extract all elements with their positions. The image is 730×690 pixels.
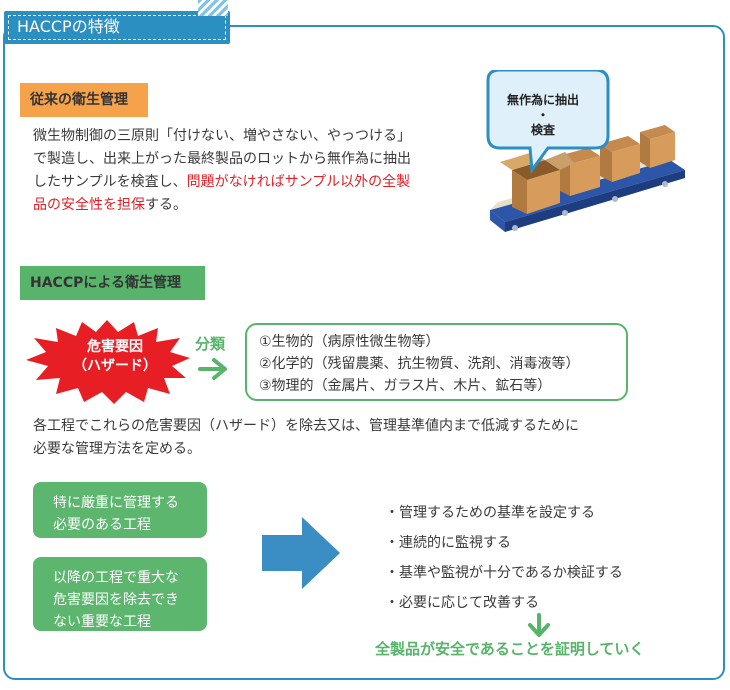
hazard-line-2: （ハザード） <box>73 358 157 374</box>
page-title: HACCPの特徴 <box>8 15 226 40</box>
bubble-line-3: 検査 <box>530 123 555 137</box>
title-stripes-decoration <box>198 0 228 16</box>
haccp-description: 各工程でこれらの危害要因（ハザード）を除去又は、管理基準値内まで低減するために … <box>33 415 579 461</box>
box2-line-3: ない重要な工程 <box>53 614 151 630</box>
speech-bubble <box>486 70 610 175</box>
management-steps: ・管理するための基準を設定する ・連続的に監視する ・基準や監視が十分であるか検… <box>385 498 623 618</box>
bubble-line-2: ・ <box>536 108 549 122</box>
step-3: ・基準や監視が十分であるか検証する <box>385 565 623 581</box>
bubble-line-1: 無作為に抽出 <box>506 93 579 107</box>
hazard-category-box: ①生物的（病原性微生物等） ②化学的（残留農薬、抗生物質、洗剤、消毒液等） ③物… <box>245 323 628 401</box>
box-1-open <box>500 152 574 214</box>
classify-label: 分類 <box>195 335 226 353</box>
traditional-line-4: 品の安全性を担保する。 <box>33 194 411 217</box>
title-tab: HACCPの特徴 <box>4 11 230 44</box>
traditional-paragraph: 微生物制御の三原則「付けない、増やさない、やっつける」 で製造し、出来上がった最… <box>33 125 411 217</box>
traditional-line-1: 微生物制御の三原則「付けない、増やさない、やっつける」 <box>33 128 411 144</box>
hazard-label: 危害要因 （ハザード） <box>50 338 180 376</box>
conclusion-text: 全製品が安全であることを証明していく <box>375 640 645 658</box>
box1-line-2: 必要のある工程 <box>53 517 151 533</box>
traditional-line-3b-highlight: 問題がなければサンプル以外の全製 <box>186 174 411 190</box>
traditional-line-4a-highlight: 品の安全性を担保 <box>33 197 145 213</box>
conveyor-illustration <box>486 70 685 232</box>
category-physical: ③物理的（金属片、ガラス片、木片、鉱石等） <box>259 378 552 394</box>
category-biological: ①生物的（病原性微生物等） <box>259 334 440 350</box>
traditional-line-4b: する。 <box>145 197 187 213</box>
step-1: ・管理するための基準を設定する <box>385 505 595 521</box>
haccp-desc-line-2: 必要な管理方法を定める。 <box>33 441 201 457</box>
strict-process-box: 特に厳重に管理する 必要のある工程 <box>33 482 207 538</box>
traditional-line-3: したサンプルを検査し、問題がなければサンプル以外の全製 <box>33 171 411 194</box>
box1-line-1: 特に厳重に管理する <box>53 495 179 511</box>
box-4 <box>640 125 675 168</box>
haccp-desc-line-1: 各工程でこれらの危害要因（ハザード）を除去又は、管理基準値内まで低減するために <box>33 418 579 434</box>
critical-process-box: 以降の工程で重大な 危害要因を除去でき ない重要な工程 <box>33 557 207 631</box>
bubble-text: 無作為に抽出 ・ 検査 <box>488 93 598 138</box>
classify-arrow-icon <box>198 358 227 380</box>
traditional-line-3a: したサンプルを検査し、 <box>33 174 187 190</box>
traditional-line-2: で製造し、出来上がった最終製品のロットから無作為に抽出 <box>33 151 411 167</box>
traditional-label: 従来の衛生管理 <box>20 83 148 117</box>
step-4: ・必要に応じて改善する <box>385 595 539 611</box>
hazard-line-1: 危害要因 <box>87 339 143 355</box>
hazard-burst <box>26 320 190 404</box>
step-2: ・連続的に監視する <box>385 535 511 551</box>
right-arrow-icon <box>262 517 340 589</box>
category-chemical: ②化学的（残留農薬、抗生物質、洗剤、消毒液等） <box>259 356 580 372</box>
haccp-label: HACCPによる衛生管理 <box>20 266 205 300</box>
box2-line-1: 以降の工程で重大な <box>53 570 179 586</box>
box-3 <box>600 136 640 182</box>
box2-line-2: 危害要因を除去でき <box>53 592 179 608</box>
down-arrow-icon <box>528 613 550 637</box>
